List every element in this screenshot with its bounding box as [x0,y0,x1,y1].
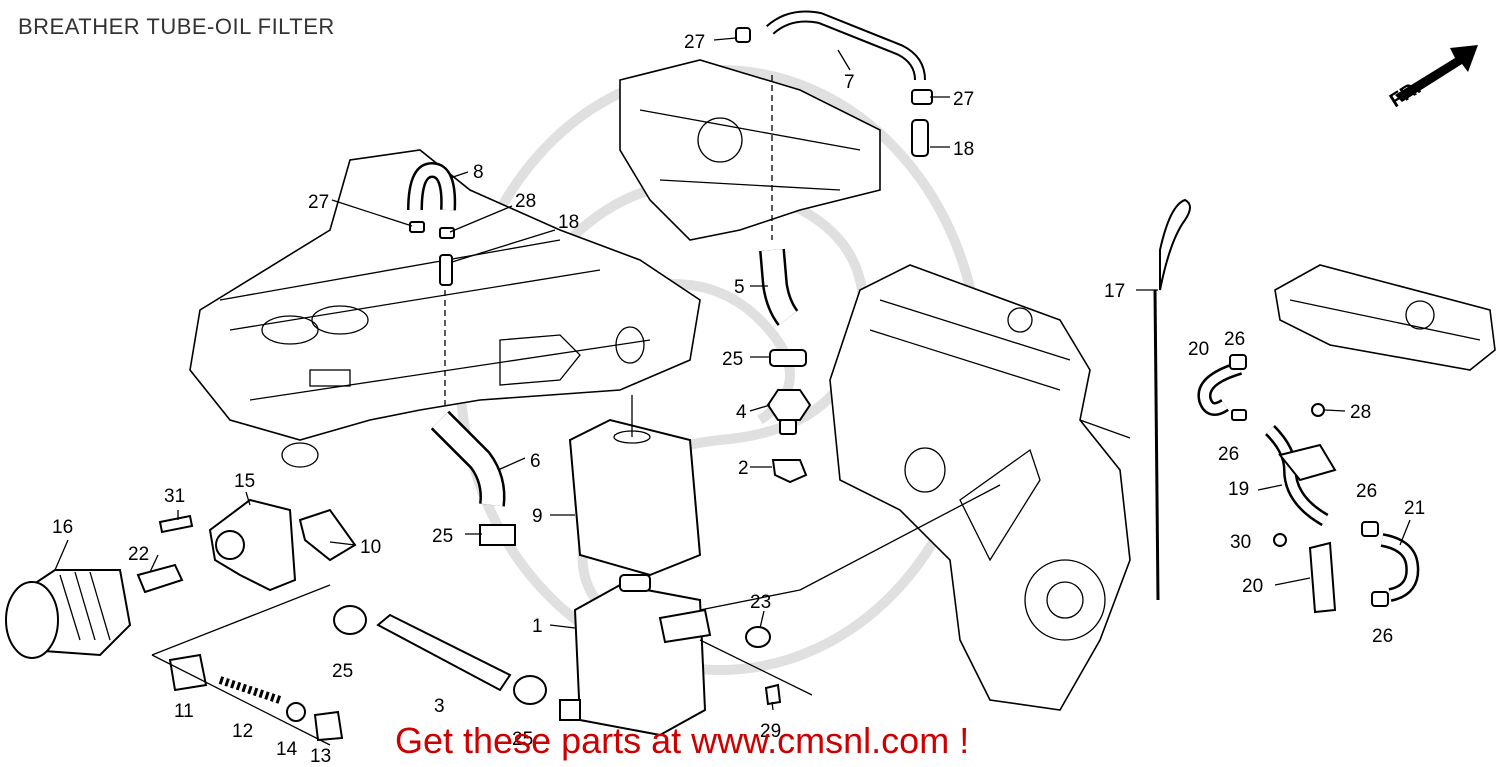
callout-11: 11 [174,701,194,722]
callout-24: 23 [750,592,771,613]
callout-17: 17 [1104,281,1125,302]
callout-6: 6 [530,451,541,472]
callout-22: 21 [1404,498,1425,519]
callout-12: 12 [232,721,253,742]
callout-7: 7 [844,72,855,93]
callout-28: 28 [1350,402,1371,423]
callout-labels: 27 7 27 18 8 27 28 18 5 17 26 20 25 4 28… [52,32,1425,767]
callout-21: 20 [1188,339,1209,360]
watermark-link-text: Get these parts at www.cmsnl.com ! [395,720,970,761]
callout-18: 18 [953,139,974,160]
callout-1: 1 [532,616,543,637]
callout-3: 3 [434,696,445,717]
callout-13: 13 [310,746,331,767]
callout-31: 31 [164,486,185,507]
callout-26: 26 [1372,626,1393,647]
callout-25: 25 [512,729,533,750]
callout-10: 10 [360,537,381,558]
callout-15: 15 [234,471,255,492]
leader-lines [54,37,1411,746]
callout-26: 26 [1224,329,1245,350]
callout-16: 16 [52,517,73,538]
callout-14: 14 [276,739,298,760]
callout-18: 18 [558,212,579,233]
callout-25: 25 [332,661,353,682]
callout-25: 25 [432,526,453,547]
callout-27: 27 [308,192,329,213]
callout-27: 27 [953,89,974,110]
callout-27: 27 [684,32,705,53]
callout-29: 29 [760,721,781,742]
callout-5: 5 [734,277,745,298]
callout-26: 26 [1218,444,1239,465]
callout-9: 9 [532,506,543,527]
callout-23: 22 [128,544,149,565]
callout-25: 25 [722,349,743,370]
callout-19: 19 [1228,479,1249,500]
callout-2: 2 [738,458,749,479]
diagram-title: BREATHER TUBE-OIL FILTER [18,14,335,39]
callout-27: 28 [515,191,536,212]
callout-20: 20 [1242,576,1263,597]
front-direction-arrow: FR. [1386,45,1478,112]
callout-4: 4 [736,402,747,423]
callout-26: 26 [1356,481,1377,502]
engine-block [829,264,1131,711]
callout-30: 30 [1230,532,1251,553]
callout-8: 8 [473,162,484,183]
valve-cover [1274,264,1496,371]
intake-manifold-top [619,59,881,241]
